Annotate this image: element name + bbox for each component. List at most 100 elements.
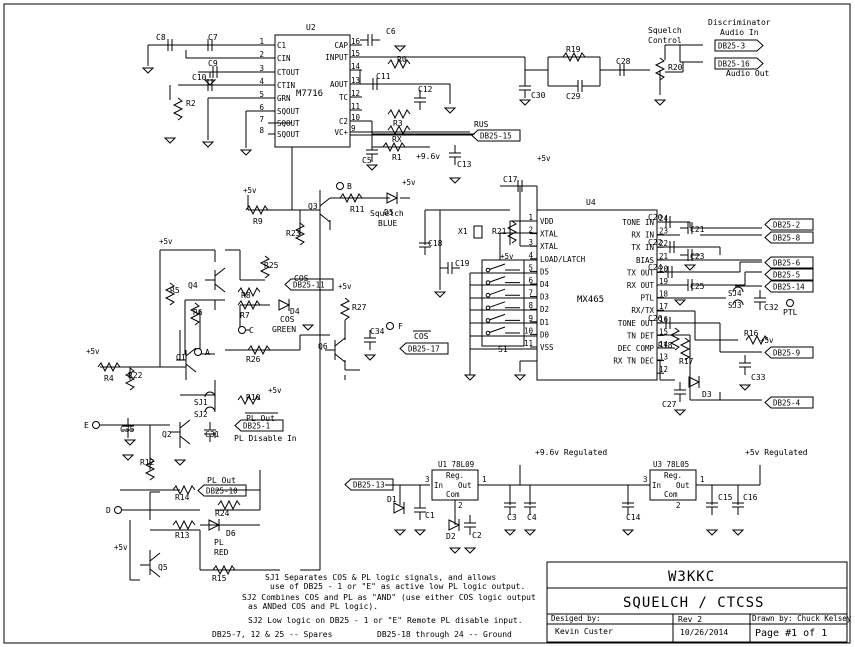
u2-pin-name: CIN [277, 54, 291, 63]
connector-db25-11 [284, 278, 334, 291]
transistor-q2 [170, 419, 191, 445]
resistor-r13 [172, 519, 196, 531]
resistor-r11 [339, 192, 363, 204]
resistor-r9 [245, 204, 269, 216]
node-c: C [249, 326, 254, 335]
tb-designed-label: Desiged by: [551, 614, 601, 623]
plus5-g: +5v [114, 543, 128, 552]
squelch-led-1: Squelch [370, 209, 404, 218]
u4-pin-num: 15 [659, 327, 668, 336]
u1-out: Out [458, 481, 472, 490]
u2-pin-name: SQOUT [277, 107, 300, 116]
resistor-r15-label: R15 [212, 574, 227, 583]
resistor-r12 [144, 457, 156, 481]
capacitor-c14 [622, 495, 634, 515]
jumper-sj3-label: SJ3 [728, 301, 742, 310]
u2-pin-num: 7 [259, 115, 264, 124]
ground-symbol [738, 384, 752, 391]
ground-symbol [448, 177, 462, 184]
ground-symbol [731, 529, 745, 536]
resistor-r6 [189, 302, 201, 326]
capacitor-c34 [364, 330, 376, 350]
u4-pin-num: 18 [659, 290, 669, 299]
u4-pin-name: XTAL [540, 230, 559, 239]
diode-d4 [278, 299, 291, 311]
cos-led-2: GREEN [272, 325, 296, 334]
u2-pin-num: 10 [351, 113, 361, 122]
transistor-q4-label: Q4 [188, 281, 198, 290]
diode-d2-label: D2 [446, 532, 456, 541]
resistor-r4-label: R4 [104, 374, 114, 383]
resistor-r1-label: R1 [392, 153, 402, 162]
capacitor-c1 [414, 500, 426, 520]
ground-symbol [621, 529, 635, 536]
u2-pin-name: VC+ [334, 128, 348, 137]
ground-symbol [673, 299, 687, 306]
jumper-sj4 [732, 286, 744, 293]
resistor-r17-label: R17 [679, 357, 694, 366]
u4-pin-num: 5 [528, 263, 533, 272]
capacitor-c26 [658, 317, 678, 329]
note-1: SJ1 Separates COS & PL logic signals, an… [265, 573, 496, 582]
capacitor-c23 [680, 249, 700, 261]
capacitor-c20-label: C20 [648, 213, 663, 222]
diode-d1 [393, 502, 406, 514]
resistor-r17 [679, 337, 691, 361]
resistor-r14 [172, 484, 196, 496]
squelch-led-2: BLUE [378, 219, 397, 228]
transistor-q3-label: Q3 [308, 202, 318, 211]
connector-db25-1-label: DB25-1 [243, 422, 270, 431]
capacitor-c3 [504, 495, 516, 515]
u3-p2: 2 [676, 501, 681, 510]
capacitor-c9-label: C9 [208, 59, 218, 68]
u2-pin-num: 11 [351, 102, 360, 111]
u2-pin-num: 2 [259, 50, 264, 59]
ground-symbol [121, 454, 135, 461]
resistor-r0-label: R0 [397, 55, 407, 64]
capacitor-c8-label: C8 [156, 33, 166, 42]
u4-pin-num: 4 [528, 251, 533, 260]
u4-pin-num: 14 [659, 340, 669, 349]
u3-com: Com [664, 490, 678, 499]
capacitor-c18 [419, 235, 431, 255]
note-3: SJ2 Combines COS and PL as "AND" (use ei… [242, 593, 536, 602]
ground-symbol [463, 374, 477, 381]
capacitor-c35-label: C35 [120, 425, 135, 434]
plus9-reg-label: +9.6v Regulated [535, 448, 607, 457]
u4-pin-name: D1 [540, 318, 549, 327]
resistor-r11-label: R11 [350, 205, 365, 214]
u4-pin-num: 11 [524, 339, 533, 348]
u3-ref: U3 78L05 [653, 460, 689, 469]
capacitor-c21-label: C21 [690, 225, 705, 234]
tb-callsign: W3KKC [668, 569, 715, 585]
u4-pin-num: 19 [659, 277, 668, 286]
diode-d3 [688, 376, 701, 388]
ground-symbol [301, 324, 315, 331]
u4-pin-name: D0 [540, 330, 550, 339]
diode-d4-label: D4 [290, 307, 300, 316]
jumper-sj4-label: SJ4 [728, 289, 742, 298]
transistor-q4 [205, 267, 226, 293]
ground-symbol [203, 79, 217, 86]
wiring [100, 44, 762, 581]
node-e: E [84, 421, 89, 430]
resistor-r3-label: R3 [393, 119, 403, 128]
node-a: A [205, 348, 210, 357]
capacitor-c34-label: C34 [370, 327, 385, 336]
u2-pin-name: TC [339, 93, 348, 102]
capacitor-c23-label: C23 [690, 252, 705, 261]
u4-pin-name: TONE IN [622, 218, 654, 227]
u2-pin-num: 16 [351, 37, 361, 46]
disc-audio-label-2: Audio In [720, 28, 759, 37]
node-b: B [347, 182, 352, 191]
capacitor-c10 [200, 79, 220, 91]
jumper-sj1-label: SJ1 [194, 398, 208, 407]
u4-pin-name: XTAL [540, 242, 559, 251]
resistor-r22-label: R22 [128, 371, 143, 380]
plus5-h: +5v [537, 154, 551, 163]
transistor-q6 [325, 337, 346, 363]
connector-db25-8 [764, 231, 814, 244]
resistor-r2 [172, 97, 184, 121]
u1-ref: U1 78L09 [438, 460, 474, 469]
u4-pin-name: TX OUT [627, 268, 655, 277]
